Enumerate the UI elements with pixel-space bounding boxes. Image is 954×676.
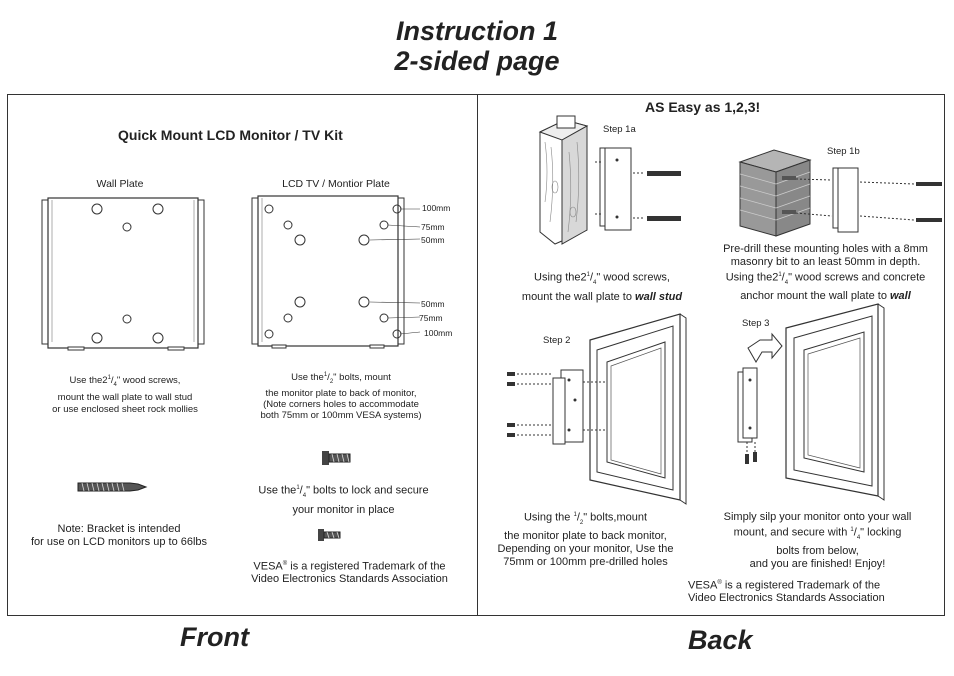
title-line1: Instruction 1 [395,16,558,46]
wall-plate-instructions: Use the21/4" wood screws, mount the wall… [52,375,198,416]
front-footer: Front [180,622,249,652]
wall-plate-label: Wall Plate [96,178,144,190]
step3-illustration [737,303,885,501]
monitor-bolt-icon [318,529,341,541]
step1a-label: Step 1a [603,124,636,135]
front-heading: Quick Mount LCD Monitor / TV Kit [118,127,343,143]
step3-label: Step 3 [742,318,770,329]
step3-instructions: Simply silp your monitor onto your wall … [723,511,912,570]
step1a-instructions: Using the21/4" wood screws, mount the wa… [521,271,683,303]
tv-plate-instructions: Use the1/2" bolts, mount the monitor pla… [260,372,422,422]
step1b-instructions: Pre-drill these mounting holes with a 8m… [723,243,928,302]
back-footer: Back [688,625,753,655]
locking-bolt-icon [322,451,351,465]
dim-label: 75mm [421,222,445,232]
center-divider [477,94,478,616]
step2-label: Step 2 [543,335,571,346]
step2-illustration [507,313,687,505]
vesa-trademark-front: VESA® is a registered Trademark of the V… [251,560,448,585]
step1a-illustration [538,115,681,245]
page-frame [7,94,945,616]
wood-screw-icon [77,482,148,492]
weight-note: Note: Bracket is intended for use on LCD… [30,523,208,548]
tv-plate-label: LCD TV / Montior Plate [282,178,390,190]
wall-plate-illustration [41,197,205,351]
step1b-label: Step 1b [827,146,860,157]
back-heading: AS Easy as 1,2,3! [645,99,761,115]
title-line2: 2-sided page [394,46,560,76]
dim-label: 50mm [421,299,445,309]
dim-label: 100mm [422,203,451,213]
lock-instructions: Use the1/4" bolts to lock and secure you… [258,484,429,516]
step2-instructions: Using the 1/2" bolts,mount the monitor p… [497,511,674,568]
tv-plate-illustration [251,195,421,349]
dim-label: 100mm [424,328,453,338]
dim-label: 50mm [421,235,445,245]
dim-label: 75mm [419,313,443,323]
step1b-illustration [738,149,942,237]
vesa-trademark-back: VESA® is a registered Trademark of the V… [688,579,885,604]
